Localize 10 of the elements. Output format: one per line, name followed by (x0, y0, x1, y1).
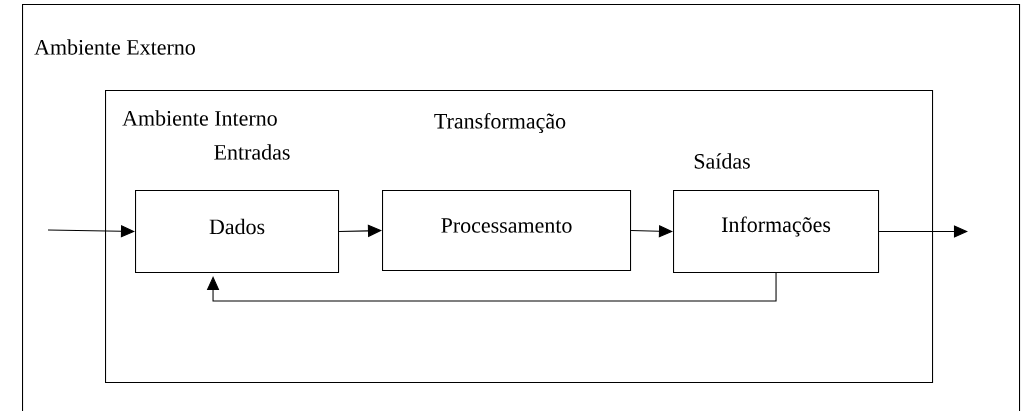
process-box: Saídas Informações (673, 153, 880, 274)
node-label: Entradas (214, 144, 290, 160)
process-box: Transformação Processamento (382, 112, 632, 272)
arrow (47, 225, 135, 238)
node-label: Transformação (434, 112, 566, 134)
process-box: Entradas Dados (135, 144, 340, 274)
arrow (878, 225, 968, 238)
arrow (206, 272, 777, 302)
node-label: Saídas (694, 153, 750, 169)
arrow (630, 224, 673, 238)
